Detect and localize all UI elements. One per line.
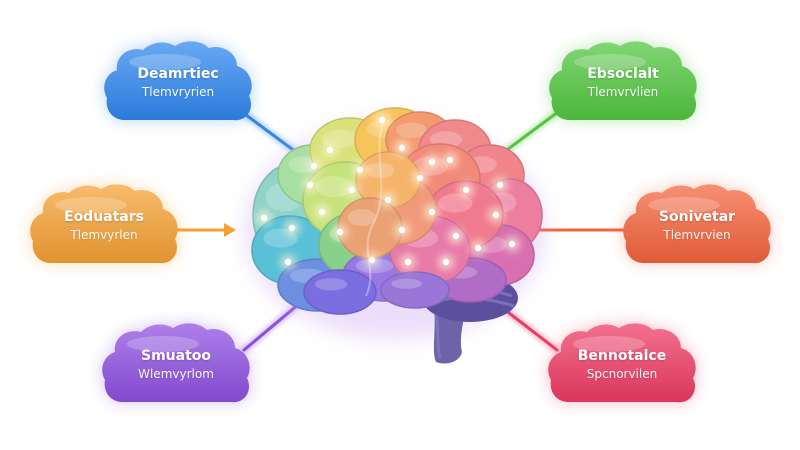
glow-dot: [452, 232, 460, 240]
brain-lobe: [337, 197, 403, 259]
glow-dot: [378, 116, 386, 124]
node-subtitle: Tlemvyrlen: [70, 228, 138, 242]
glow-dot: [404, 258, 412, 266]
cloud-shape: [104, 41, 252, 121]
node-bottom-left: Smuatoo Wlemvyrlom: [101, 322, 251, 408]
node-title: Sonivetar: [658, 209, 736, 225]
connector-bottom-right: [498, 304, 559, 352]
glow-dot: [288, 224, 296, 232]
cloud-shape: [549, 41, 697, 121]
glow-dot: [310, 162, 318, 170]
glow-dot: [446, 156, 454, 164]
brain-lobe: [303, 269, 377, 315]
node-subtitle: Spcnorvilen: [586, 367, 658, 381]
glow-dot: [416, 174, 424, 182]
node-title: Eoduatars: [64, 209, 144, 225]
glow-dot: [260, 214, 268, 222]
glow-dot: [384, 196, 392, 204]
connector-top-left: [240, 110, 302, 157]
node-title: Deamrtiec: [137, 66, 219, 82]
node-subtitle: Tlemvrvlien: [587, 85, 659, 99]
node-title: Bennotalce: [577, 348, 667, 364]
glow-dot: [326, 146, 334, 154]
node-bottom-right: Bennotalce Spcnorvilen: [547, 322, 697, 408]
glow-dot: [356, 166, 364, 174]
node-title: Smuatoo: [140, 348, 211, 364]
glow-dot: [336, 228, 344, 236]
glow-dot: [348, 186, 356, 194]
glow-dot: [442, 258, 450, 266]
cloud-shape: [623, 184, 771, 264]
glow-dot: [428, 208, 436, 216]
glow-dot: [398, 226, 406, 234]
glow-dot: [496, 181, 504, 189]
cloud-shape: [548, 323, 696, 403]
glow-dot: [284, 258, 292, 266]
glow-dot: [398, 144, 406, 152]
glow-dot: [368, 256, 376, 264]
node-subtitle: Wlemvyrlom: [138, 367, 214, 381]
node-title: Ebsoclalt: [587, 66, 659, 82]
cloud-shape: [30, 184, 178, 264]
glow-dot: [492, 211, 500, 219]
glow-dot: [428, 158, 436, 166]
glow-dot: [474, 244, 482, 252]
node-mid-left: Eoduatars Tlemvyrlen: [29, 183, 179, 269]
connector-arrow: [224, 223, 236, 237]
glow-dot: [508, 240, 516, 248]
glow-dot: [306, 181, 314, 189]
node-subtitle: Tlemvrvien: [663, 228, 731, 242]
cloud-shape: [102, 323, 250, 403]
node-top-right: Ebsoclalt Tlemvrvlien: [548, 40, 698, 126]
node-mid-right: Sonivetar Tlemvrvien: [622, 183, 772, 269]
glow-dot: [318, 208, 326, 216]
glow-dot: [462, 186, 470, 194]
brain-lobe: [380, 271, 450, 309]
node-subtitle: Tlemvryrien: [141, 85, 215, 99]
node-top-left: Deamrtiec Tlemvryrien: [103, 40, 253, 126]
